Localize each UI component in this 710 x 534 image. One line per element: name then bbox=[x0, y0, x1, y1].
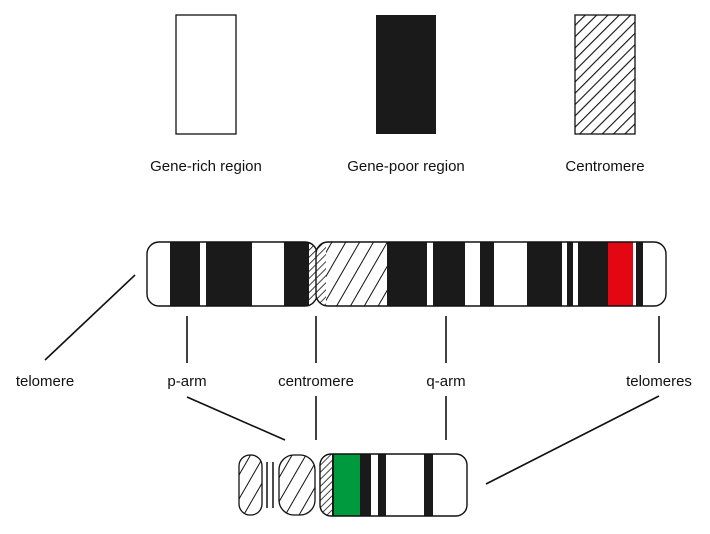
gene-rich-label: Gene-rich region bbox=[150, 158, 262, 175]
green-highlight-band bbox=[334, 454, 360, 516]
small-p-segment-2 bbox=[278, 454, 316, 516]
band bbox=[424, 454, 433, 516]
small-q-body bbox=[320, 454, 467, 516]
band bbox=[284, 242, 310, 306]
centromere-legend-label: Centromere bbox=[565, 158, 644, 175]
centromere-swatch bbox=[574, 14, 636, 135]
legend-item-centromere: Centromere bbox=[565, 14, 645, 175]
legend: Gene-rich region Gene-poor region Centro… bbox=[150, 14, 645, 175]
telomere-pointer bbox=[44, 274, 136, 361]
main-chromosome bbox=[146, 241, 667, 307]
band bbox=[527, 242, 562, 306]
p-arm-lower-pointer bbox=[186, 396, 286, 441]
centromere-band-right bbox=[316, 242, 326, 306]
small-q-outline bbox=[319, 453, 468, 517]
gene-poor-swatch bbox=[376, 15, 436, 134]
q-arm-outline bbox=[315, 241, 667, 307]
q-arm-label: q-arm bbox=[426, 373, 465, 390]
small-p-segment-1 bbox=[238, 454, 263, 516]
band bbox=[578, 242, 608, 306]
gene-poor-label: Gene-poor region bbox=[347, 158, 465, 175]
red-highlight-band bbox=[608, 242, 633, 306]
p-arm-body bbox=[147, 242, 317, 306]
small-chromosome bbox=[238, 453, 468, 517]
telomeres-lower-pointer bbox=[485, 395, 660, 485]
band bbox=[433, 242, 465, 306]
band bbox=[332, 454, 334, 516]
legend-item-gene-poor: Gene-poor region bbox=[347, 15, 465, 175]
band bbox=[567, 242, 573, 306]
band bbox=[378, 454, 386, 516]
band bbox=[387, 242, 427, 306]
band bbox=[480, 242, 494, 306]
band bbox=[170, 242, 200, 306]
centromere-hatched-band bbox=[326, 242, 387, 306]
telomere-label: telomere bbox=[16, 373, 74, 390]
telomeres-label: telomeres bbox=[626, 373, 692, 390]
band bbox=[636, 242, 643, 306]
small-centromere-band bbox=[320, 454, 332, 516]
p-arm-label: p-arm bbox=[167, 373, 206, 390]
centromere-band-left bbox=[309, 242, 317, 306]
band bbox=[206, 242, 252, 306]
gene-rich-swatch bbox=[175, 14, 237, 135]
legend-item-gene-rich: Gene-rich region bbox=[150, 14, 262, 175]
q-arm-body bbox=[316, 242, 666, 306]
centromere-label: centromere bbox=[278, 373, 354, 390]
pointer-lines bbox=[44, 274, 660, 485]
band bbox=[360, 454, 371, 516]
